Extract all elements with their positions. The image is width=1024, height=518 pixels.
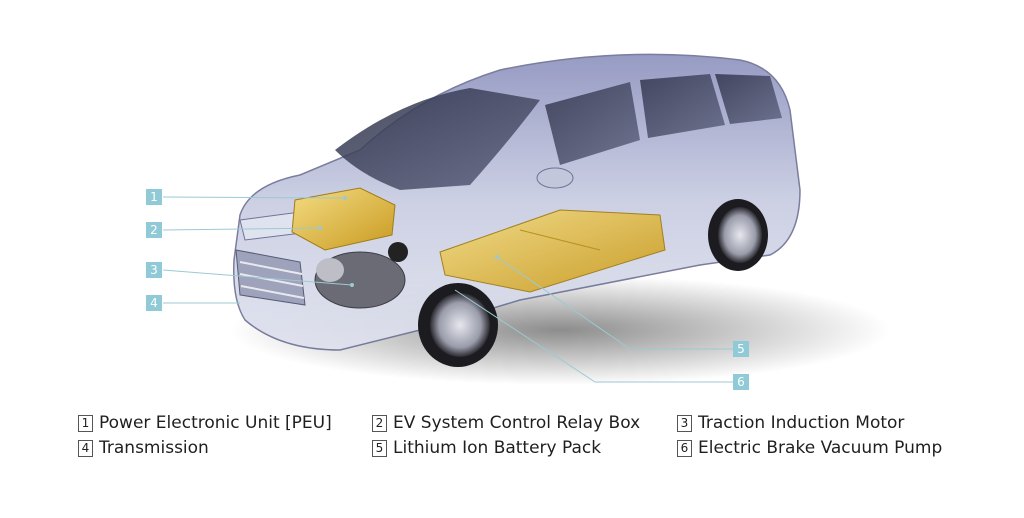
legend-number: 5 [372, 439, 387, 457]
callout-2: 2 [146, 222, 162, 238]
callout-6: 6 [733, 374, 749, 390]
component-motor [314, 251, 406, 309]
component-relay-box [388, 242, 408, 262]
legend-number: 2 [372, 414, 387, 432]
legend-label: Transmission [99, 438, 209, 458]
component-peu [291, 187, 396, 251]
legend-label: Traction Induction Motor [698, 413, 905, 433]
car-cutaway-illustration [162, 53, 890, 385]
legend-item-peu: 1 Power Electronic Unit [PEU] [78, 413, 332, 433]
legend-label: Power Electronic Unit [PEU] [99, 413, 332, 433]
legend-label: Lithium Ion Battery Pack [393, 438, 602, 458]
callout-3: 3 [146, 262, 162, 278]
legend-item-vacuum-pump: 6 Electric Brake Vacuum Pump [677, 438, 942, 458]
component-battery-pack [439, 209, 666, 293]
callout-5: 5 [733, 341, 749, 357]
legend-number: 6 [677, 439, 692, 457]
legend-label: Electric Brake Vacuum Pump [698, 438, 943, 458]
rear-wheel [708, 199, 768, 271]
legend-label: EV System Control Relay Box [393, 413, 641, 433]
legend-number: 4 [78, 439, 93, 457]
front-wheel [418, 283, 498, 367]
leader-lines [162, 196, 733, 383]
legend-item-transmission: 4 Transmission [78, 438, 209, 458]
legend-item-relay-box: 2 EV System Control Relay Box [372, 413, 640, 433]
legend-item-motor: 3 Traction Induction Motor [677, 413, 904, 433]
legend-item-battery-pack: 5 Lithium Ion Battery Pack [372, 438, 601, 458]
legend-number: 3 [677, 414, 692, 432]
callout-1: 1 [146, 189, 162, 205]
callout-4: 4 [146, 295, 162, 311]
leader-dots [318, 196, 499, 287]
legend-number: 1 [78, 414, 93, 432]
